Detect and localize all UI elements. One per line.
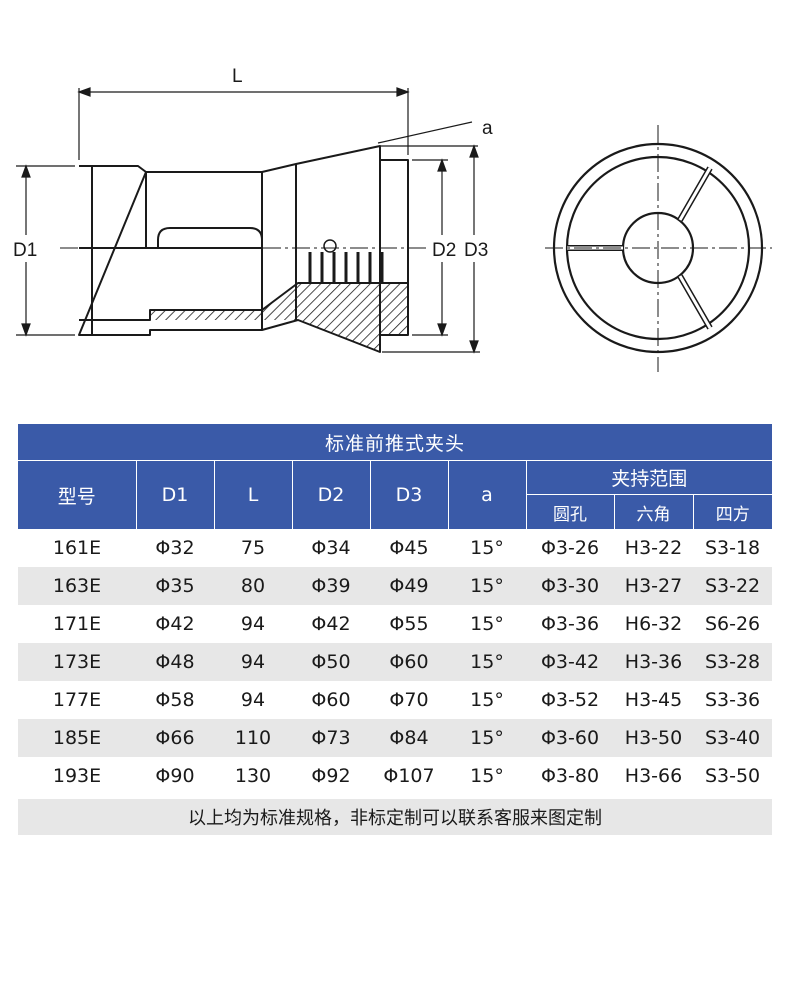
cell-d1: Φ35 bbox=[136, 567, 214, 605]
cell-hexagon: H3-66 bbox=[624, 765, 683, 787]
cell-d2: Φ42 bbox=[311, 613, 351, 635]
cell-hexagon: H3-27 bbox=[614, 567, 693, 605]
cell-model: 177E bbox=[52, 689, 102, 711]
cell-d3: Φ55 bbox=[389, 613, 429, 635]
cell-d3: Φ60 bbox=[370, 643, 448, 681]
cell-d2: Φ73 bbox=[292, 719, 370, 757]
cell-hexagon: H3-50 bbox=[614, 719, 693, 757]
cell-round-hole: Φ3-26 bbox=[540, 537, 600, 559]
cell-round-hole: Φ3-60 bbox=[526, 719, 614, 757]
cell-l: 94 bbox=[240, 613, 266, 635]
cell-d3: Φ49 bbox=[370, 567, 448, 605]
header-hexagon: 六角 bbox=[614, 494, 694, 529]
cell-model: 173E bbox=[18, 643, 136, 681]
cell-d2: Φ34 bbox=[311, 537, 351, 559]
table-title: 标准前推式夹头 bbox=[18, 424, 773, 461]
cell-d3: Φ84 bbox=[370, 719, 448, 757]
label-L: L bbox=[232, 66, 243, 87]
table-row: 193E Φ90 130 Φ92 Φ107 15° Φ3-80 H3-66 S3… bbox=[18, 757, 772, 797]
cell-round-hole: Φ3-80 bbox=[540, 765, 600, 787]
cell-hexagon: H3-36 bbox=[614, 643, 693, 681]
label-D1: D1 bbox=[13, 240, 37, 261]
cell-d1: Φ48 bbox=[136, 643, 214, 681]
cell-model: 163E bbox=[18, 567, 136, 605]
label-D2: D2 bbox=[432, 240, 456, 261]
cell-square: S3-40 bbox=[693, 719, 773, 757]
label-a: a bbox=[482, 118, 493, 139]
cell-model: 161E bbox=[52, 537, 102, 559]
cell-model: 193E bbox=[52, 765, 102, 787]
cell-d1: Φ66 bbox=[136, 719, 214, 757]
header-l: L bbox=[214, 460, 293, 529]
table-row: 177E Φ58 94 Φ60 Φ70 15° Φ3-52 H3-45 S3-3… bbox=[18, 681, 772, 719]
cell-d2: Φ60 bbox=[311, 689, 351, 711]
header-d3: D3 bbox=[370, 460, 449, 529]
cell-square: S3-22 bbox=[693, 567, 773, 605]
spec-table: 标准前推式夹头 型号 D1 L D2 D3 a 夹持范围 圆孔 六角 四方 16… bbox=[18, 424, 773, 835]
cell-a: 15° bbox=[470, 689, 504, 711]
cell-hexagon: H3-22 bbox=[624, 537, 683, 559]
table-row: 171E Φ42 94 Φ42 Φ55 15° Φ3-36 H6-32 S6-2… bbox=[18, 605, 772, 643]
cell-square: S6-26 bbox=[704, 613, 761, 635]
cell-square: S3-36 bbox=[704, 689, 761, 711]
header-d1: D1 bbox=[136, 460, 215, 529]
cell-round-hole: Φ3-52 bbox=[540, 689, 600, 711]
label-D3: D3 bbox=[464, 240, 488, 261]
header-square: 四方 bbox=[693, 494, 773, 529]
dimension-lines bbox=[16, 87, 480, 354]
cell-square: S3-50 bbox=[704, 765, 761, 787]
cell-hexagon: H6-32 bbox=[624, 613, 683, 635]
cell-d3: Φ45 bbox=[389, 537, 429, 559]
cell-l: 110 bbox=[214, 719, 292, 757]
cell-a: 15° bbox=[470, 613, 504, 635]
header-a: a bbox=[448, 460, 527, 529]
cell-d1: Φ58 bbox=[155, 689, 195, 711]
cell-hexagon: H3-45 bbox=[624, 689, 683, 711]
header-d2: D2 bbox=[292, 460, 371, 529]
cell-l: 94 bbox=[214, 643, 292, 681]
table-row: 185E Φ66 110 Φ73 Φ84 15° Φ3-60 H3-50 S3-… bbox=[18, 719, 773, 757]
cell-model: 185E bbox=[18, 719, 136, 757]
cell-d2: Φ39 bbox=[292, 567, 370, 605]
header-round-hole: 圆孔 bbox=[526, 494, 615, 529]
cell-d1: Φ42 bbox=[155, 613, 195, 635]
collet-technical-drawing: L a D1 D2 D3 bbox=[13, 66, 772, 372]
cell-round-hole: Φ3-36 bbox=[540, 613, 600, 635]
cell-l: 80 bbox=[214, 567, 292, 605]
cell-l: 130 bbox=[234, 765, 272, 787]
footer-note: 以上均为标准规格，非标定制可以联系客服来图定制 bbox=[18, 795, 773, 835]
table-row: 173E Φ48 94 Φ50 Φ60 15° Φ3-42 H3-36 S3-2… bbox=[18, 643, 773, 681]
cell-a: 15° bbox=[448, 643, 526, 681]
cell-d1: Φ32 bbox=[155, 537, 195, 559]
table-row: 163E Φ35 80 Φ39 Φ49 15° Φ3-30 H3-27 S3-2… bbox=[18, 567, 773, 605]
cell-d2: Φ92 bbox=[311, 765, 351, 787]
cell-round-hole: Φ3-30 bbox=[526, 567, 614, 605]
cell-d3: Φ107 bbox=[383, 765, 435, 787]
cell-l: 75 bbox=[240, 537, 266, 559]
cell-d1: Φ90 bbox=[155, 765, 195, 787]
cell-a: 15° bbox=[470, 537, 504, 559]
cell-a: 15° bbox=[448, 719, 526, 757]
collet-side-view bbox=[78, 145, 409, 353]
header-clamp-range: 夹持范围 bbox=[526, 460, 773, 495]
collet-front-view bbox=[545, 125, 772, 372]
table-row: 161E Φ32 75 Φ34 Φ45 15° Φ3-26 H3-22 S3-1… bbox=[18, 529, 772, 567]
cell-round-hole: Φ3-42 bbox=[526, 643, 614, 681]
cell-square: S3-28 bbox=[693, 643, 773, 681]
cell-model: 171E bbox=[52, 613, 102, 635]
header-model: 型号 bbox=[18, 460, 137, 529]
cell-l: 94 bbox=[240, 689, 266, 711]
cell-a: 15° bbox=[448, 567, 526, 605]
cell-d3: Φ70 bbox=[389, 689, 429, 711]
cell-d2: Φ50 bbox=[292, 643, 370, 681]
cell-square: S3-18 bbox=[704, 537, 761, 559]
cell-a: 15° bbox=[470, 765, 504, 787]
